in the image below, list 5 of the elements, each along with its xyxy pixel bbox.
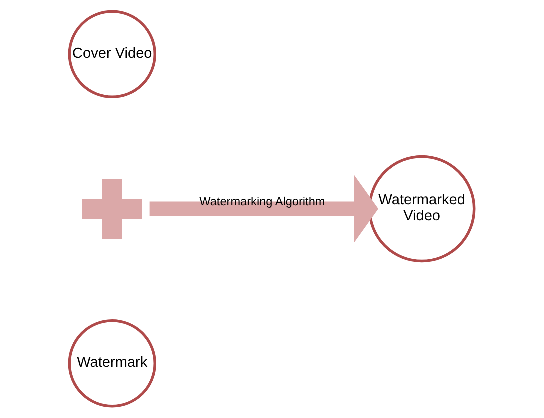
node-circle: Cover Video <box>68 10 156 98</box>
arrow <box>150 174 379 244</box>
node-circle: Watermark <box>68 320 156 408</box>
edge-label: Watermarking Algorithm <box>200 194 326 209</box>
node-circle: Watermarked Video <box>368 155 476 263</box>
